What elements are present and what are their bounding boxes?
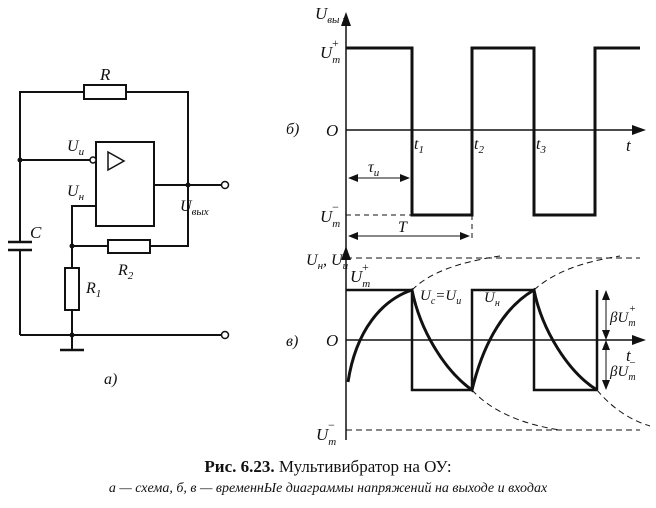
inverting-input-icon	[89, 156, 97, 164]
y-arrow-icon	[341, 246, 351, 260]
label-Un-curve: Uн	[484, 290, 500, 309]
opamp-triangle-icon	[107, 150, 126, 172]
label-t3: t3	[536, 136, 546, 156]
label-R: R	[99, 65, 111, 84]
graph-c-t: t	[626, 346, 632, 365]
graph-b-t: t	[626, 136, 632, 155]
label-t1: t1	[414, 136, 424, 156]
output-square-wave	[346, 46, 640, 217]
figure-caption-title: Рис. 6.23. Мультивибратор на ОУ:	[204, 457, 452, 476]
label-Un: Uн	[67, 183, 85, 203]
output-square-wave-c	[346, 288, 597, 392]
label-circuit-a: а)	[104, 371, 117, 388]
graph-c-origin: O	[326, 331, 338, 350]
x-arrow-icon	[632, 125, 646, 135]
y-arrow-icon	[341, 12, 351, 26]
label-T: T	[398, 219, 408, 236]
x-arrow-icon	[632, 335, 646, 345]
graph-c-Um-minus: Um−	[316, 418, 336, 448]
graph-b-Um-minus: Um−	[320, 200, 340, 230]
label-Uout: Uвых	[180, 198, 209, 218]
label-beta-Um-minus: βUm−	[609, 357, 636, 383]
output-terminal-icon	[220, 180, 230, 190]
graph-b-origin: O	[326, 121, 338, 140]
graph-c-y-label: Uн, Uи	[306, 252, 349, 272]
resistor-R2	[107, 239, 151, 254]
graph-c-label: в)	[286, 333, 298, 350]
label-t2: t2	[474, 136, 484, 156]
graph-c-Um-plus: Um+	[350, 260, 370, 290]
figure-caption-subtitle: а — схема, б, в — временнЫе диаграммы на…	[108, 481, 548, 496]
resistor-R	[83, 84, 127, 100]
label-C: C	[30, 223, 42, 242]
graph-b-label: б)	[286, 121, 299, 138]
graph-c	[341, 246, 651, 440]
opamp-body	[95, 141, 155, 227]
label-Ui: Uи	[67, 138, 85, 158]
graph-b	[341, 12, 646, 258]
resistor-R1	[64, 267, 80, 311]
label-Uc-eq-Ui: Uс=Uи	[420, 288, 461, 307]
ground-terminal-icon	[220, 330, 230, 340]
label-R2: R2	[117, 262, 134, 282]
label-beta-Um-plus: βUm+	[609, 303, 636, 329]
label-tau: τи	[368, 159, 380, 179]
graph-b-Um-plus: Um+	[320, 36, 340, 66]
label-R1: R1	[85, 280, 101, 300]
circuit-schematic	[8, 84, 230, 352]
graph-b-y-label: Uвы х	[315, 4, 347, 26]
